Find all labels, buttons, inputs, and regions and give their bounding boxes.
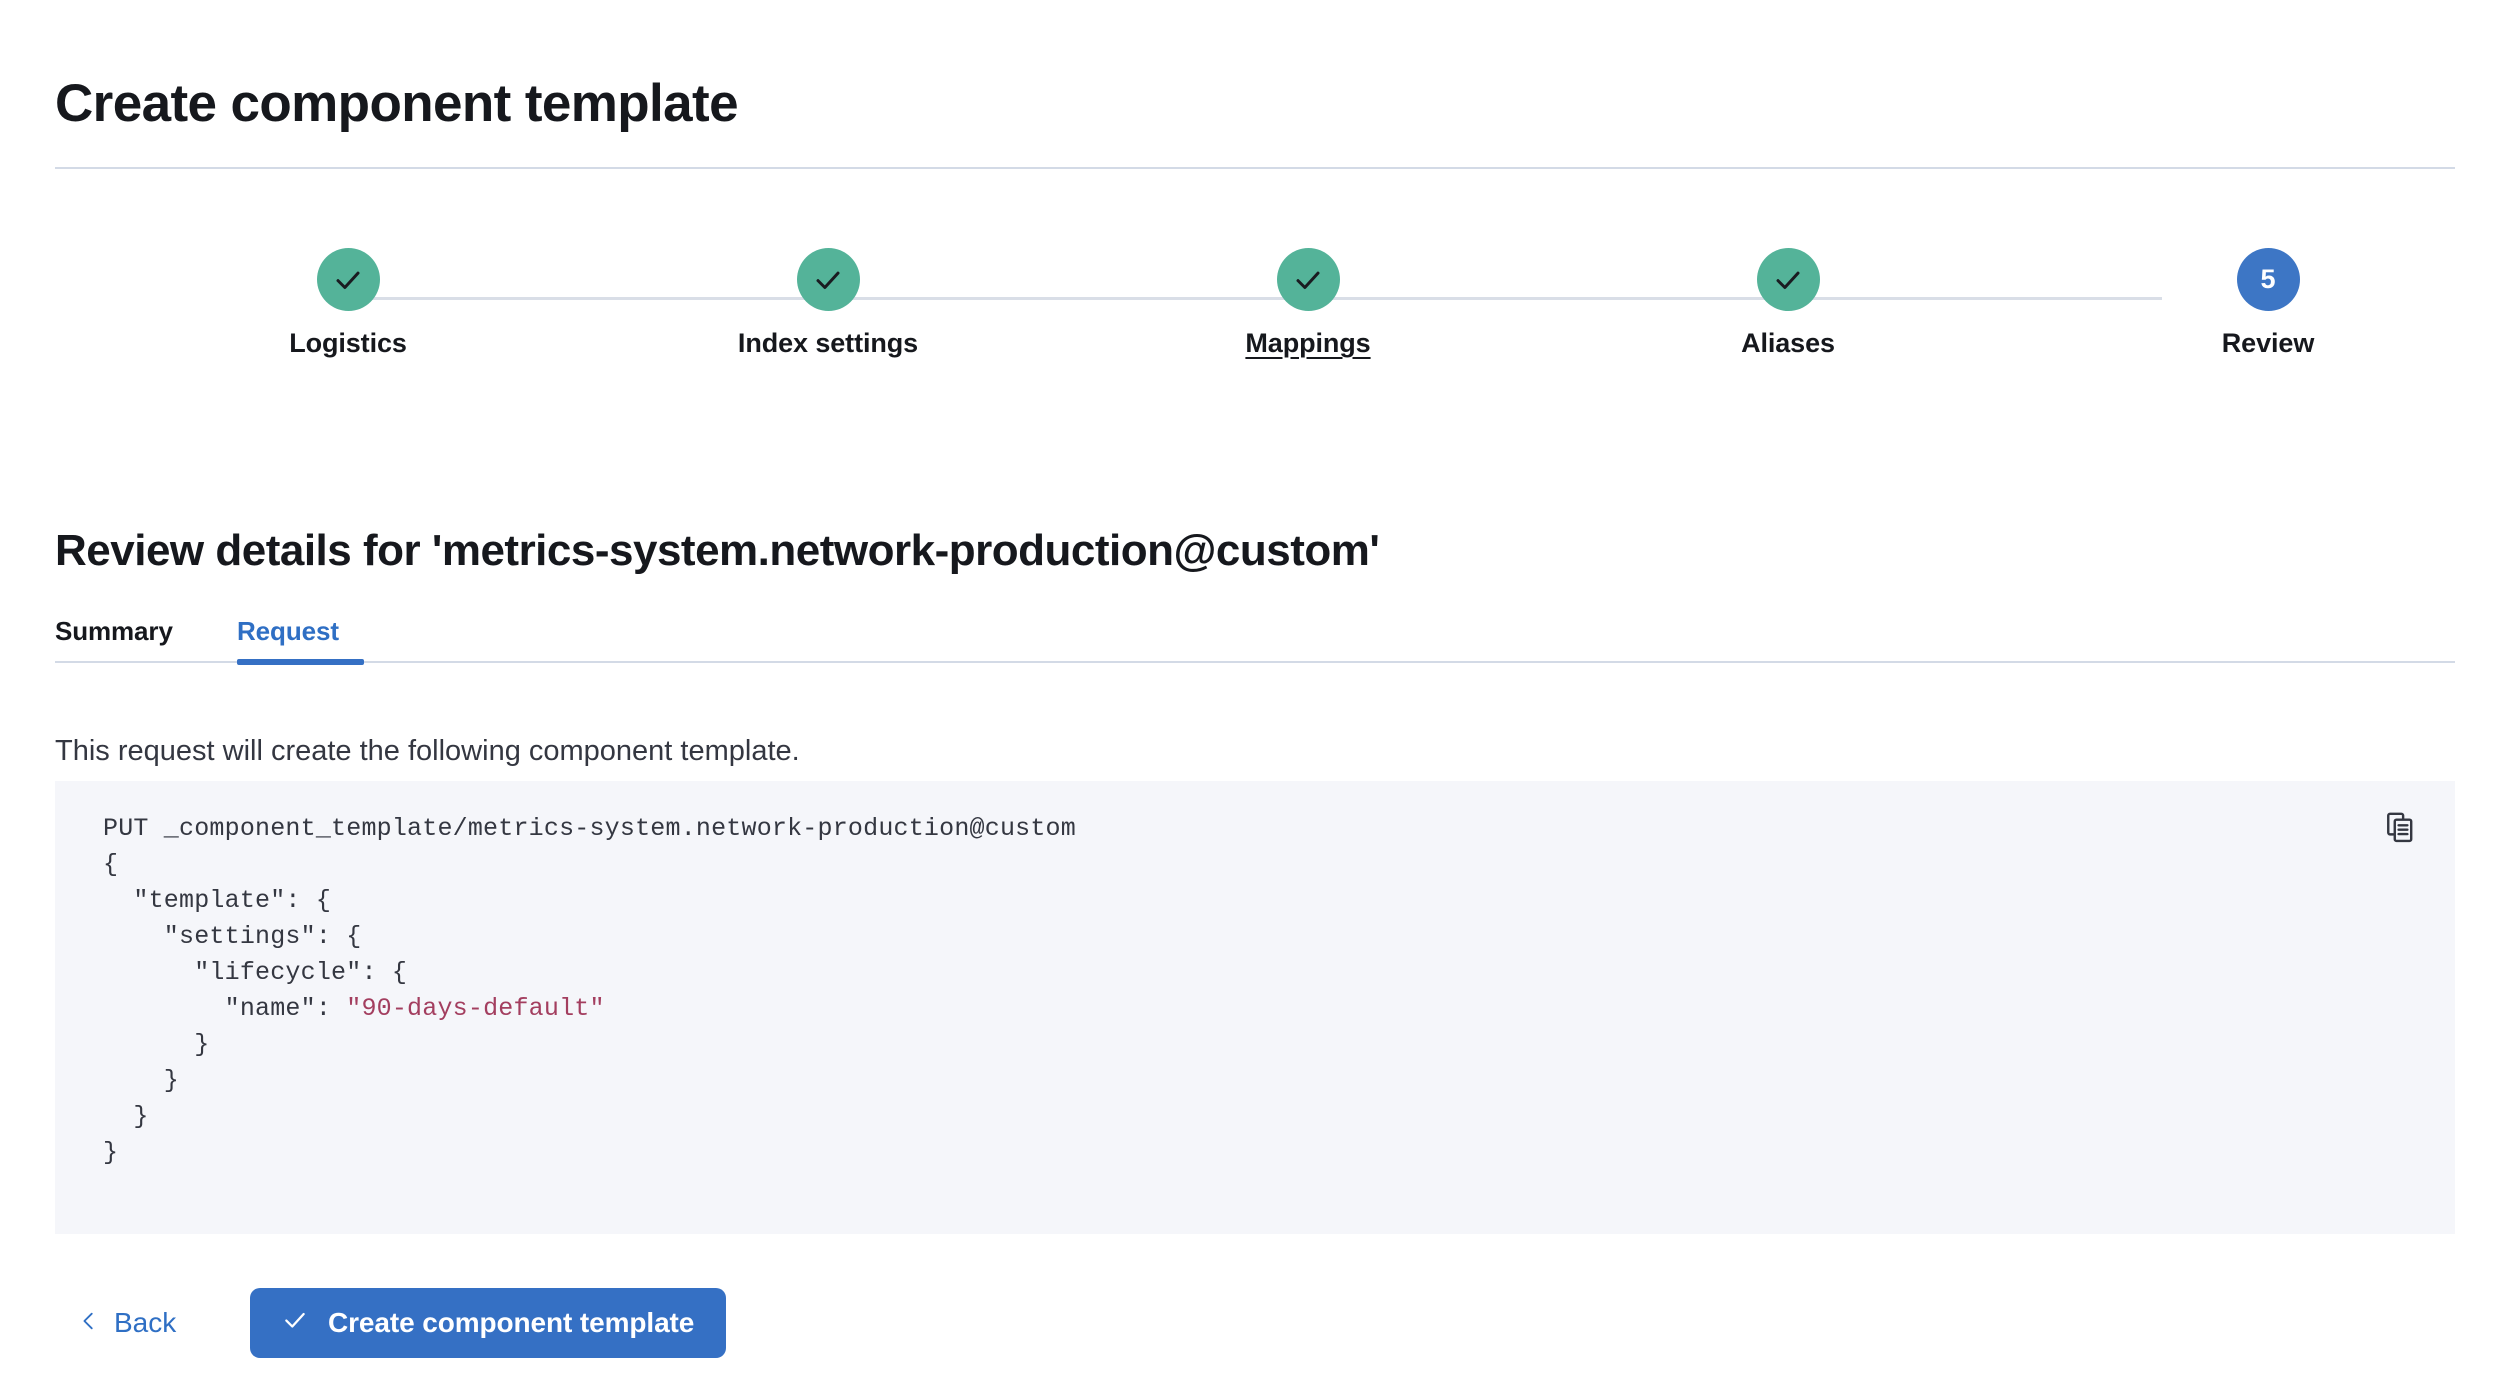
header-divider: [55, 167, 2455, 169]
copy-request-button[interactable]: [2375, 803, 2427, 855]
chevron-left-icon: [78, 1307, 100, 1339]
request-code-panel: PUT _component_template/metrics-system.n…: [55, 781, 2455, 1234]
step-aliases[interactable]: Aliases: [1588, 248, 1988, 359]
check-icon: [1293, 265, 1323, 295]
tabs-divider: [55, 661, 2455, 663]
code-string-lifecycle-name: "90-days-default": [346, 994, 605, 1023]
code-line-template: "template": {: [103, 886, 332, 915]
back-button-label: Back: [114, 1307, 177, 1338]
step-label-review: Review: [2221, 328, 2315, 358]
step-track-line: [348, 297, 2162, 300]
code-line-close-1: }: [103, 1030, 210, 1059]
code-line-close-4: }: [103, 1138, 119, 1167]
step-indicator: Logistics Index settings Mappings: [55, 248, 2455, 398]
step-review[interactable]: 5 Review: [2068, 248, 2468, 359]
request-description: This request will create the following c…: [55, 735, 800, 767]
code-method-line: PUT _component_template/metrics-system.n…: [103, 814, 1076, 843]
tab-request[interactable]: Request: [237, 600, 339, 663]
code-line-lifecycle: "lifecycle": {: [103, 958, 408, 987]
check-icon: [1773, 265, 1803, 295]
step-circle-aliases[interactable]: [1756, 248, 1820, 311]
back-button[interactable]: Back: [68, 1288, 186, 1358]
step-index-settings[interactable]: Index settings: [628, 248, 1028, 359]
step-label-logistics: Logistics: [289, 328, 407, 358]
check-icon: [282, 1307, 308, 1340]
copy-clipboard-icon: [2384, 811, 2418, 848]
step-label-aliases: Aliases: [1741, 328, 1835, 358]
step-label-index-settings: Index settings: [737, 328, 919, 358]
step-circle-mappings[interactable]: [1276, 248, 1340, 311]
request-code: PUT _component_template/metrics-system.n…: [103, 811, 1076, 1171]
create-component-template-button[interactable]: Create component template: [250, 1288, 727, 1358]
step-circle-logistics[interactable]: [316, 248, 380, 311]
page-title: Create component template: [55, 73, 739, 133]
step-logistics[interactable]: Logistics: [148, 248, 548, 359]
create-component-template-label: Create component template: [328, 1307, 695, 1338]
code-line-open-brace: {: [103, 850, 119, 879]
code-line-name-key: "name":: [103, 994, 347, 1023]
check-icon: [813, 265, 843, 295]
review-heading: Review details for 'metrics-system.netwo…: [55, 525, 1380, 575]
step-circle-index-settings[interactable]: [796, 248, 860, 311]
code-line-settings: "settings": {: [103, 922, 362, 951]
code-line-close-2: }: [103, 1066, 180, 1095]
step-mappings[interactable]: Mappings: [1108, 248, 1508, 359]
step-label-mappings[interactable]: Mappings: [1245, 328, 1371, 358]
step-number: 5: [2260, 264, 2276, 294]
code-line-close-3: }: [103, 1102, 149, 1131]
check-icon: [333, 265, 363, 295]
detail-tabs: Summary Request: [55, 600, 2455, 665]
active-tab-indicator: [237, 659, 364, 665]
tab-summary[interactable]: Summary: [55, 600, 173, 663]
step-circle-review[interactable]: 5: [2236, 248, 2300, 311]
